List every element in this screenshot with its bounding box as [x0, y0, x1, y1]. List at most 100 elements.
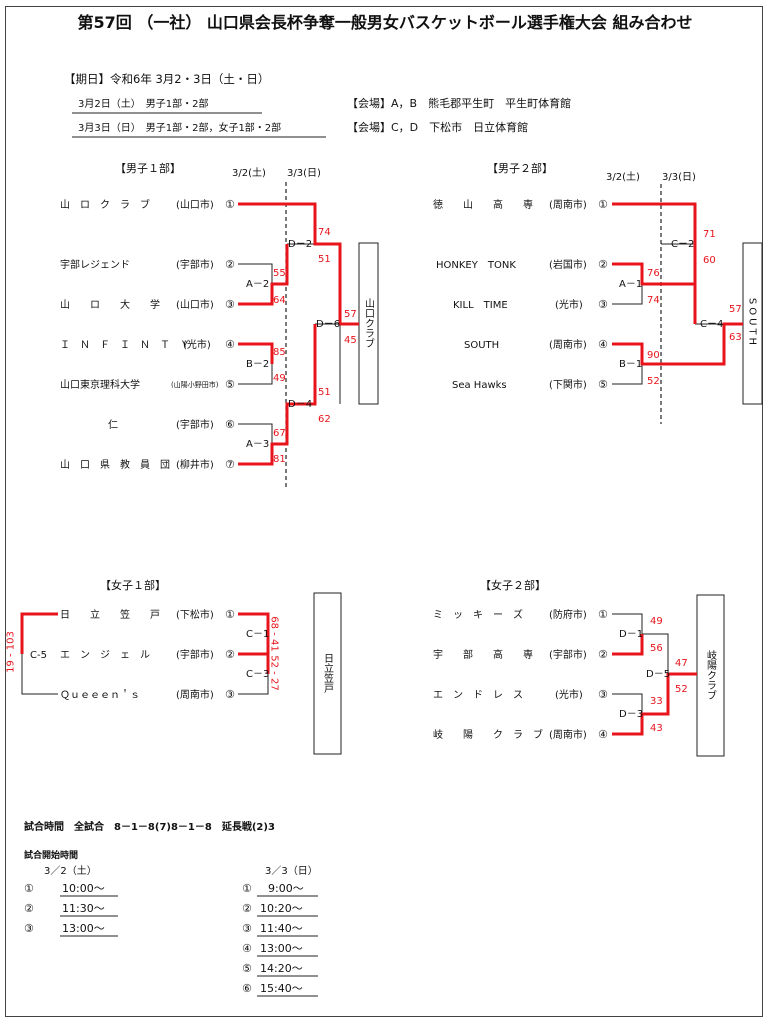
- slot-time: 13:00～: [62, 922, 105, 935]
- team-name: Sea Hawks: [452, 380, 507, 391]
- team-city: (防府市): [549, 608, 587, 621]
- men2-winner: SOUTH: [747, 298, 758, 348]
- team-name: ミ ッ キ ー ズ: [433, 608, 523, 621]
- team-number: ⑥: [225, 418, 235, 431]
- game-label: B－1: [619, 359, 642, 370]
- team-row: 山 口 県 教 員 団 (柳井市) ⑦: [60, 458, 235, 471]
- team-city: (光市): [555, 688, 583, 701]
- score: 74: [318, 227, 331, 238]
- team-row: 岐 陽 ク ラ ブ (周南市) ④: [433, 728, 608, 741]
- team-name: 山 ロ ク ラ ブ: [60, 198, 150, 211]
- women2-bracket: 【女子２部】 ミ ッ キ ー ズ (防府市) ① 宇 部 高 専 (宇部市) ②…: [433, 578, 725, 757]
- team-row: エ ン ジ ェ ル (宇部市) ②: [60, 648, 235, 661]
- score: 63: [729, 332, 742, 343]
- score: 90: [647, 350, 660, 361]
- team-row: ミ ッ キ ー ズ (防府市) ①: [433, 608, 608, 621]
- day1-schedule: 3月2日（土） 男子1部・2部: [78, 97, 208, 110]
- team-number: ②: [225, 258, 235, 271]
- team-name: 山 ロ 大 学: [60, 298, 160, 311]
- event-period: 【期日】令和6年 3月2・3日（土・日）: [64, 72, 269, 86]
- team-row: Ｉ Ｎ Ｆ Ｉ Ｎ Ｔ Ｙ (光市) ④: [60, 338, 235, 351]
- team-name: 宇 部 高 専: [433, 648, 533, 661]
- slot-number: ③: [242, 922, 252, 935]
- score: 60: [703, 255, 716, 266]
- team-row: HONKEY TONK (岩国市) ②: [436, 258, 608, 271]
- slot-time: 10:20～: [260, 902, 303, 915]
- team-name: 仁: [108, 419, 118, 431]
- team-city: (光市): [555, 298, 583, 311]
- game-label: D－2: [288, 239, 312, 250]
- team-name: エ ン ジ ェ ル: [60, 650, 150, 661]
- score: 62: [318, 414, 331, 425]
- score: 52 - 27: [269, 655, 280, 690]
- team-name: 宇部レジェンド: [60, 258, 130, 271]
- team-city: (周南市): [549, 728, 587, 741]
- team-number: ②: [598, 648, 608, 661]
- team-row: Sea Hawks (下関市) ⑤: [452, 378, 608, 391]
- team-city: (宇部市): [176, 258, 214, 271]
- team-row: 山 ロ ク ラ ブ (山口市) ①: [60, 198, 235, 211]
- team-number: ②: [598, 258, 608, 271]
- men1-winner: 山口クラブ: [363, 298, 374, 348]
- slot-time: 11:40～: [260, 922, 303, 935]
- score: 57: [729, 304, 742, 315]
- team-city: (柳井市): [176, 458, 214, 471]
- slot-number: ④: [242, 942, 252, 955]
- score: 71: [703, 229, 716, 240]
- team-row: Ｑｕｅｅｅｎ＇ｓ (周南市) ③: [60, 688, 235, 701]
- score: 51: [318, 387, 331, 398]
- men1-bracket: 【男子１部】 3/2(土) 3/3(日) 山 ロ ク ラ ブ (山口市) ① 宇…: [60, 161, 379, 490]
- game-label: D－5: [646, 669, 670, 680]
- men2-bracket: 【男子２部】 3/2(土) 3/3(日) 徳 山 高 専 (周南市) ① HON…: [433, 161, 763, 424]
- team-number: ①: [225, 198, 235, 211]
- team-number: ③: [225, 298, 235, 311]
- team-number: ①: [225, 608, 235, 621]
- score: 57: [344, 309, 357, 320]
- team-name: エ ン ド レ ス: [433, 690, 523, 701]
- score: 49: [273, 373, 286, 384]
- team-city: (周南市): [549, 198, 587, 211]
- game-label: A－2: [246, 279, 269, 290]
- venue-cd: 【会場】C，D 下松市 日立体育館: [347, 120, 528, 134]
- day2-times: ① 9:00～ ② 10:20～ ③ 11:40～ ④ 13:00～ ⑤ 14:…: [242, 882, 318, 997]
- team-number: ⑤: [598, 378, 608, 391]
- start-time-label: 試合開始時間: [24, 849, 78, 861]
- men2-label: 【男子２部】: [487, 161, 553, 175]
- game-label: A－1: [619, 279, 642, 290]
- team-name: KILL TIME: [453, 300, 508, 311]
- game-duration: 試合時間 全試合 8－1－8(7)8－1－8 延長戦(2)3: [24, 820, 275, 833]
- team-number: ①: [598, 198, 608, 211]
- score: 51: [318, 254, 331, 265]
- women2-label: 【女子２部】: [480, 578, 546, 592]
- game-label: C－4: [700, 319, 723, 330]
- team-row: エ ン ド レ ス (光市) ③: [433, 688, 608, 701]
- team-name: 山 口 県 教 員 団: [60, 458, 170, 471]
- team-city: (光市): [183, 338, 211, 351]
- score: 74: [647, 295, 660, 306]
- team-number: ③: [598, 298, 608, 311]
- team-name: Ｉ Ｎ Ｆ Ｉ Ｎ Ｔ Ｙ: [60, 340, 190, 351]
- team-number: ⑦: [225, 458, 235, 471]
- score: 55: [273, 268, 286, 279]
- game-label: C－2: [671, 239, 694, 250]
- score: 67: [273, 428, 286, 439]
- team-row: KILL TIME (光市) ③: [453, 298, 608, 311]
- team-row: 宇 部 高 専 (宇部市) ②: [433, 648, 608, 661]
- men2-date-day1: 3/2(土): [606, 170, 640, 183]
- score: 56: [650, 643, 663, 654]
- team-name: HONKEY TONK: [436, 260, 516, 271]
- team-city: (下松市): [176, 608, 214, 621]
- team-number: ④: [225, 338, 235, 351]
- team-number: ③: [598, 688, 608, 701]
- game-label: C-5: [30, 650, 47, 661]
- team-city: (下関市): [549, 378, 587, 391]
- men1-date-day2: 3/3(日): [287, 168, 321, 179]
- game-label: A－3: [246, 439, 269, 450]
- day2-schedule: 3月3日（日） 男子1部・2部，女子1部・2部: [78, 121, 281, 134]
- team-number: ④: [598, 728, 608, 741]
- team-number: ⑤: [225, 378, 235, 391]
- score: 43: [650, 723, 663, 734]
- game-label: D－1: [619, 629, 643, 640]
- day1-times: ① 10:00～ ② 11:30～ ③ 13:00～: [24, 882, 118, 937]
- team-row: 山口東京理科大学 (山陽小野田市) ⑤: [60, 378, 235, 391]
